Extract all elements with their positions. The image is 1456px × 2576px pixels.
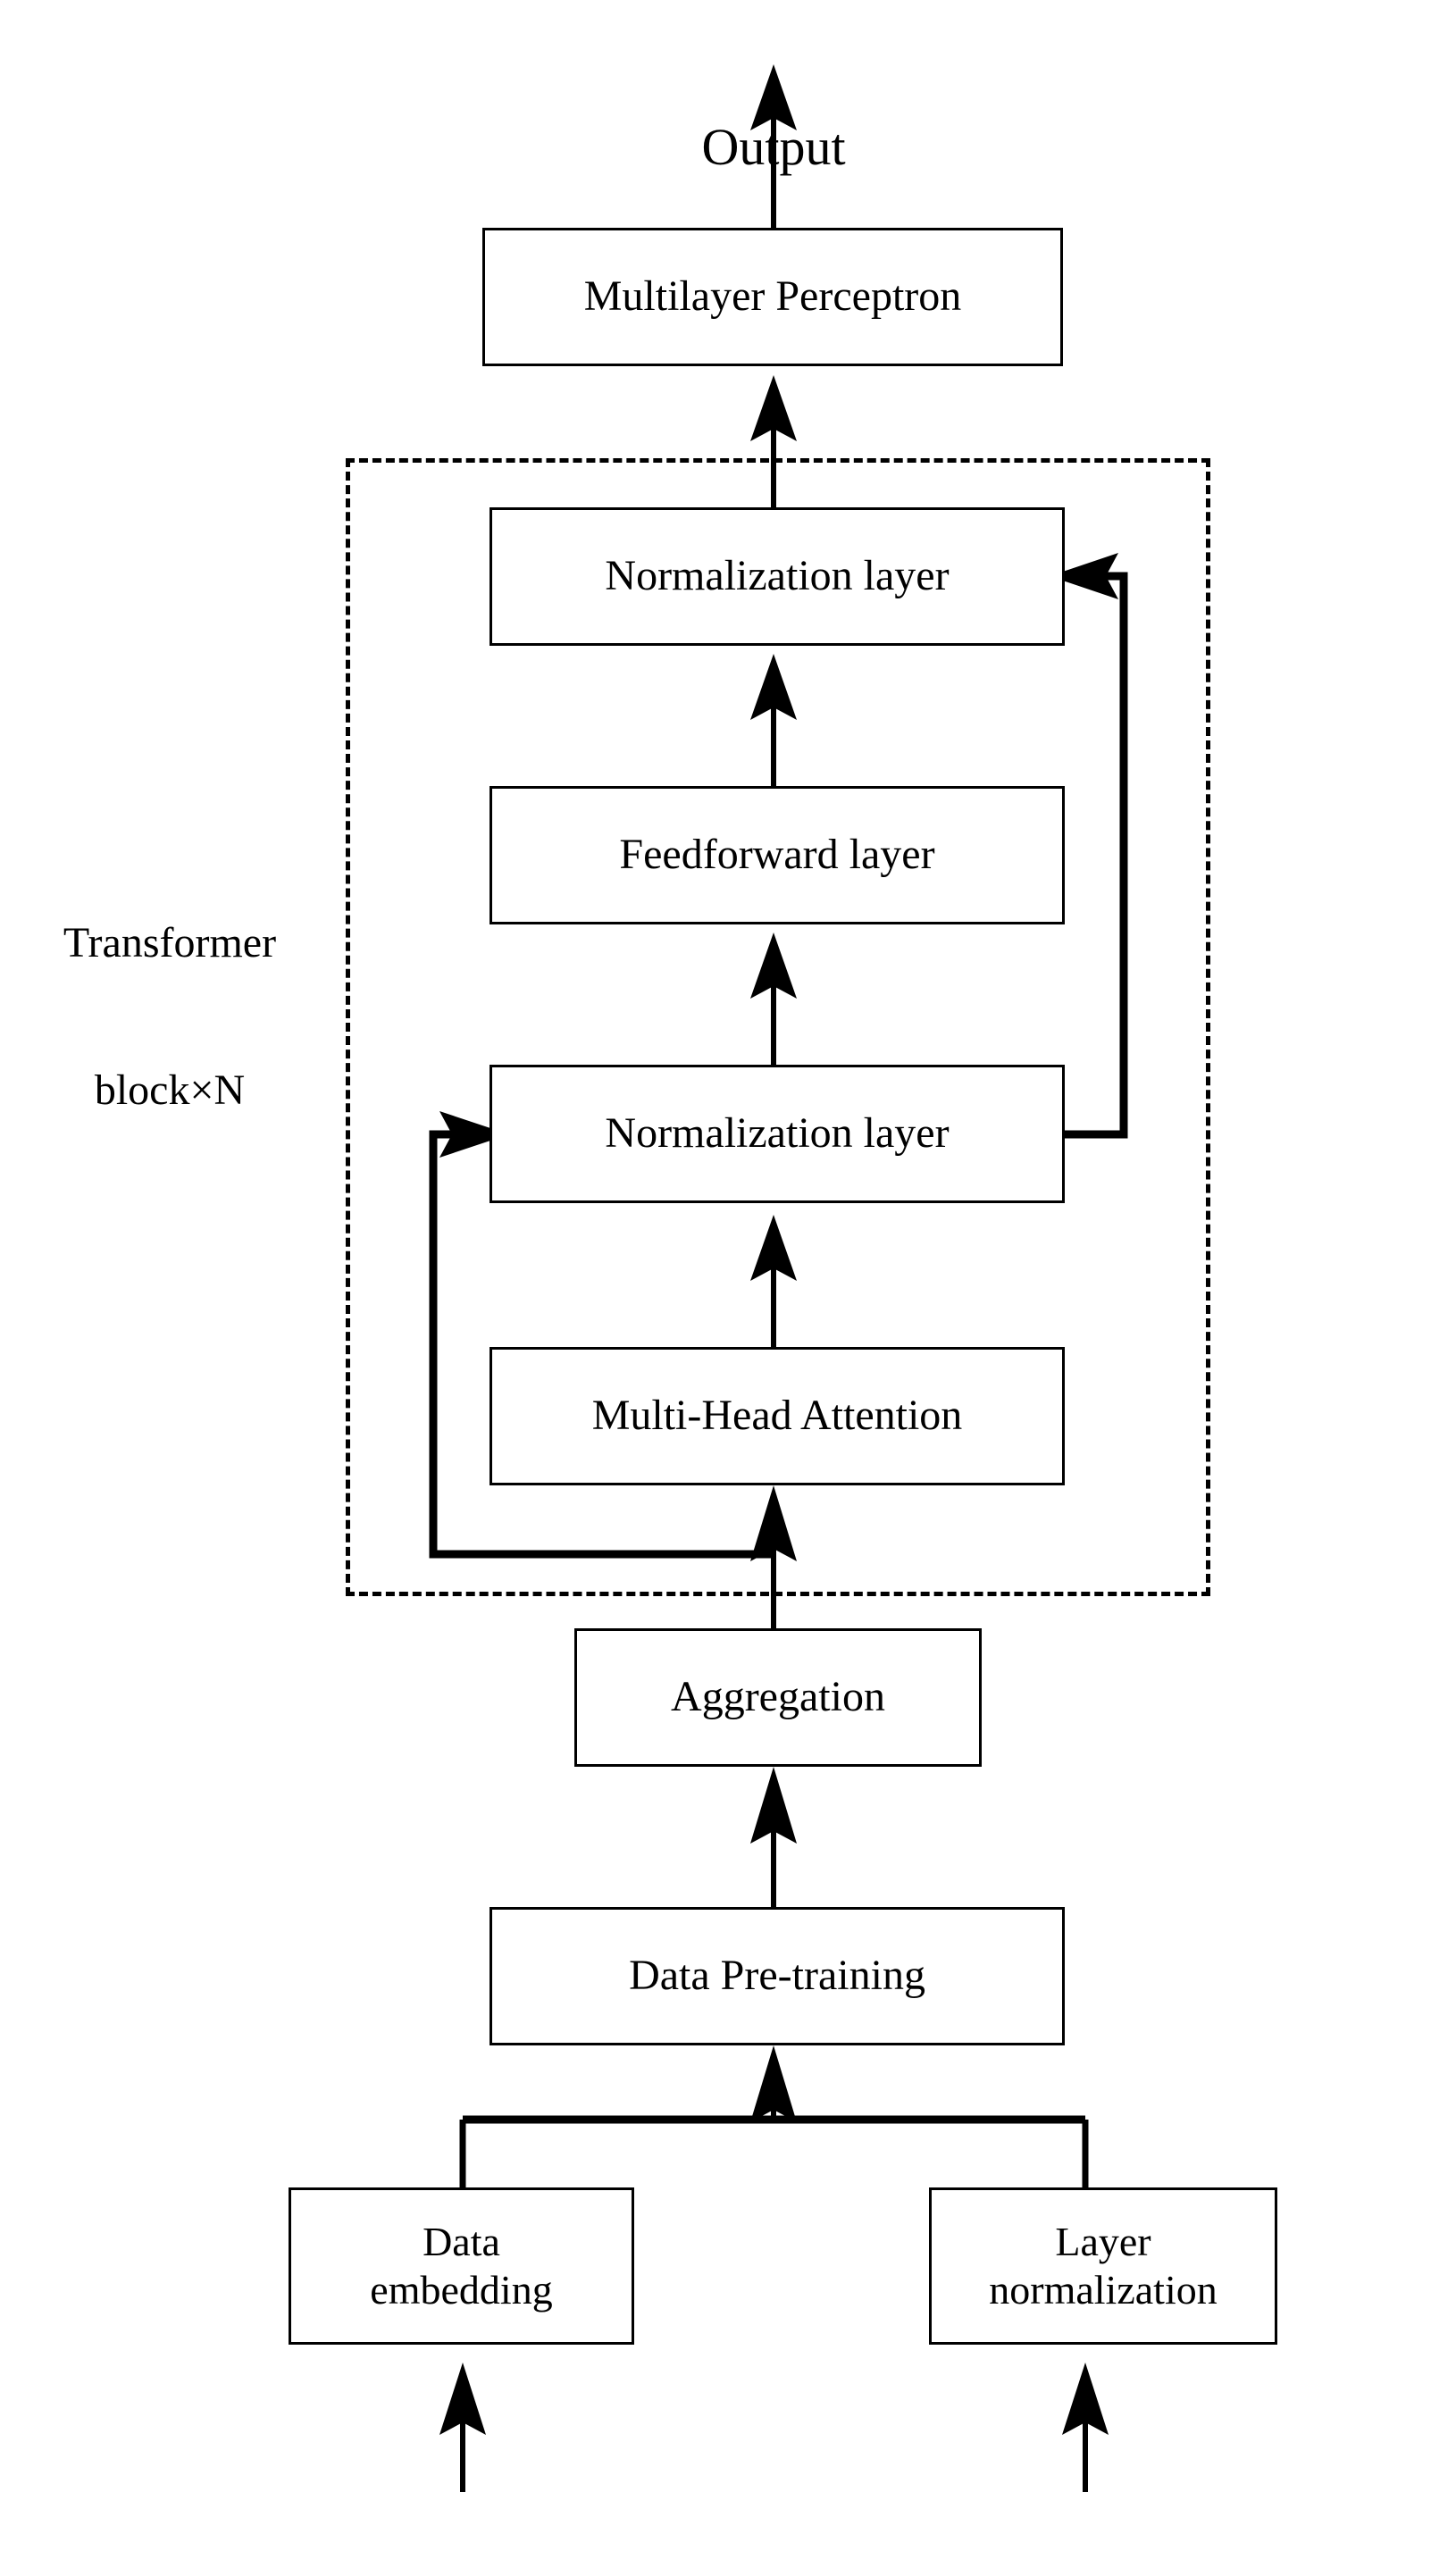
node-data-pre-training-label: Data Pre-training bbox=[629, 1952, 925, 2000]
node-multi-head-attention[interactable]: Multi-Head Attention bbox=[490, 1347, 1065, 1485]
edge-feedforward-to-normtop bbox=[750, 654, 797, 786]
output-label-text: Output bbox=[701, 118, 846, 177]
edge-residual-right-skip bbox=[1050, 553, 1128, 1139]
node-feedforward-label: Feedforward layer bbox=[619, 831, 935, 879]
transformer-block-label: Transformer block×N bbox=[9, 822, 331, 1213]
node-mlp[interactable]: Multilayer Perceptron bbox=[482, 228, 1063, 366]
edge-discrete-to-dataembedding bbox=[439, 2363, 486, 2492]
node-data-embedding[interactable]: Data embedding bbox=[289, 2187, 634, 2345]
node-norm-mid-label: Normalization layer bbox=[605, 1109, 950, 1158]
edge-residual-left-skip bbox=[429, 1111, 774, 1559]
node-aggregation[interactable]: Aggregation bbox=[574, 1628, 982, 1767]
edge-normtop-to-mlp bbox=[750, 375, 797, 507]
edge-pretraining-to-aggregation bbox=[750, 1767, 797, 1907]
node-data-pre-training[interactable]: Data Pre-training bbox=[490, 1907, 1065, 2045]
edge-merge-to-pretraining bbox=[750, 2045, 797, 2122]
node-norm-top-label: Normalization layer bbox=[605, 552, 950, 600]
edge-inputs-merge-bus bbox=[459, 2115, 1089, 2190]
node-multi-head-attention-label: Multi-Head Attention bbox=[591, 1392, 963, 1440]
edge-continuous-to-layernorm bbox=[1062, 2363, 1109, 2492]
node-norm-mid[interactable]: Normalization layer bbox=[490, 1065, 1065, 1203]
node-mlp-label: Multilayer Perceptron bbox=[583, 272, 962, 321]
transformer-block-label-line2: block×N bbox=[94, 1066, 246, 1114]
node-layer-normalization-label-line1: Layer bbox=[1055, 2218, 1151, 2264]
edge-mlp-to-output bbox=[750, 64, 797, 228]
edge-aggregation-to-mha bbox=[750, 1485, 797, 1628]
input-label-discrete-variable: Discrete Variable bbox=[150, 2492, 775, 2576]
node-data-embedding-label-line1: Data bbox=[423, 2218, 500, 2264]
input-label-continuous-variable: Continuous Variable bbox=[777, 2492, 1456, 2576]
node-feedforward[interactable]: Feedforward layer bbox=[490, 786, 1065, 924]
node-layer-normalization[interactable]: Layer normalization bbox=[929, 2187, 1277, 2345]
node-aggregation-label: Aggregation bbox=[671, 1673, 885, 1721]
node-layer-normalization-label-line2: normalization bbox=[989, 2267, 1218, 2313]
transformer-block-label-line1: Transformer bbox=[63, 919, 277, 967]
node-norm-top[interactable]: Normalization layer bbox=[490, 507, 1065, 646]
node-data-embedding-label-line2: embedding bbox=[370, 2267, 553, 2313]
output-label: Output bbox=[595, 0, 952, 296]
transformer-block-group bbox=[346, 458, 1210, 1596]
edge-normmid-to-feedforward bbox=[750, 933, 797, 1065]
edge-mha-to-normmid bbox=[750, 1215, 797, 1347]
